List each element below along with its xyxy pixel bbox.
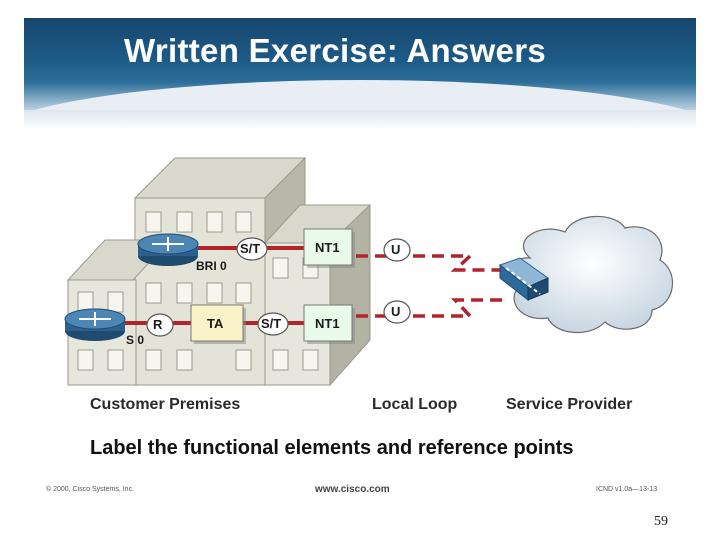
isdn-switch-icon [498,257,549,302]
title-banner: Written Exercise: Answers [24,18,696,110]
banner-fade [24,110,696,130]
region-local-loop: Local Loop [372,396,458,413]
nt1-box-top [303,228,355,268]
label-nt1-bottom: NT1 [315,316,340,331]
service-provider-cloud [511,215,674,334]
ta-box [190,304,246,344]
footer-copyright: © 2000, Cisco Systems, Inc. [46,486,135,493]
label-st-top: S/T [240,241,261,256]
label-ta: TA [207,316,224,331]
label-r: R [153,317,163,332]
label-nt1-top: NT1 [315,240,340,255]
region-customer-premises: Customer Premises [90,396,241,413]
ref-point-r [146,313,174,337]
label-bri: BRI 0 [196,259,227,273]
label-u-bottom: U [391,304,401,319]
region-service-provider: Service Provider [506,396,633,413]
label-st-bottom: S/T [261,316,282,331]
ref-point-u-bottom [383,300,411,324]
label-s0: S 0 [126,333,145,347]
ref-point-u-top [383,238,411,262]
dashed-link-bottom [356,298,505,318]
nt1-box-bottom [303,304,355,344]
local-loop-links [356,254,505,318]
label-u-top: U [391,242,401,257]
footer-url: www.cisco.com [315,484,390,495]
router-icon-bottom [64,308,126,341]
router-icon-top [137,233,199,266]
footer-course: ICND v1.0a—13-13 [596,486,658,493]
dashed-link-top [356,254,505,272]
slide-title: Written Exercise: Answers [124,32,546,69]
ref-point-st-top [236,237,268,261]
ref-point-st-bottom [257,312,289,336]
slide-subtitle: Label the functional elements and refere… [90,437,574,459]
page-number: 59 [654,514,668,529]
